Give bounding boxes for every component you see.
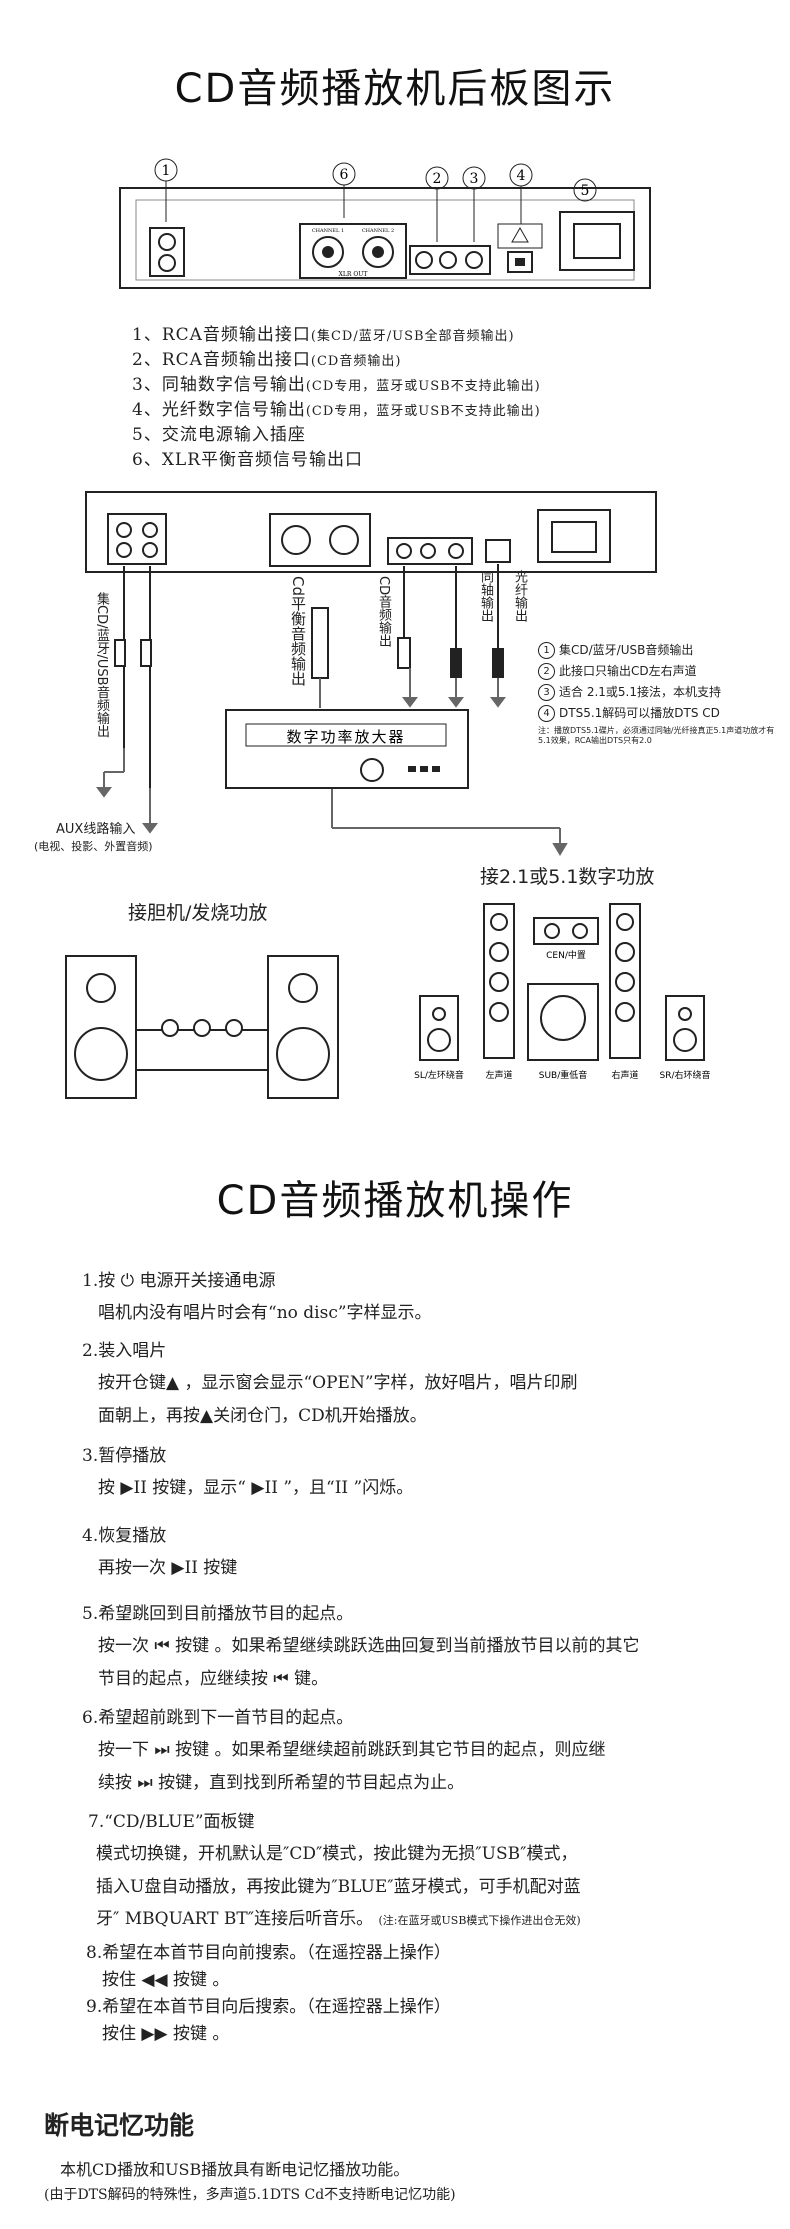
wiring-footnote: 注：播放DTS5.1碟片，必须通过同轴/光纤接真正5.1声道功放才有5.1效果，… (538, 726, 775, 746)
rear-panel-title: CD音频播放机后板图示 (174, 66, 616, 112)
op-2: 2.装入唱片 按开仓键▲ ，显示窗会显示“OPEN”字样，放好唱片，唱片印刷 面… (82, 1341, 578, 1426)
legend-item-1: 1、RCA音频输出接口(集CD/蓝牙/USB全部音频输出) (132, 325, 515, 345)
op-9: 9.希望在本首节目向后搜索。（在遥控器上操作） 按住 ▶▶ 按键 。 (86, 1997, 451, 2045)
callout-4: 4 (517, 168, 526, 184)
callout-3: 3 (470, 171, 479, 187)
rear-panel-diagram: 1 6 2 3 4 5 CHANNEL 1 CHANNEL 2 XLR OUT (119, 158, 651, 289)
memory-line-2: (由于DTS解码的特殊性，多声道5.1DTS Cd不支持断电记忆功能) (44, 2187, 456, 2203)
callout-2: 2 (433, 171, 442, 187)
aux-sub-label: (电视、投影、外置音频) (34, 840, 153, 853)
callout-5: 5 (581, 183, 590, 199)
speaker-left: 左声道 (485, 1069, 512, 1081)
label-coax: 同轴输出 (478, 570, 493, 622)
op-4: 4.恢复播放 再按一次 ▶II 按键 (82, 1526, 238, 1579)
xlr-out-label: XLR OUT (339, 271, 368, 278)
memory-title: 断电记忆功能 (44, 2111, 195, 2140)
tube-amp-label: 接胆机/发烧功放 (128, 902, 268, 924)
legend-item-3: 3、同轴数字信号输出(CD专用，蓝牙或USB不支持此输出) (132, 375, 541, 395)
svg-text:CHANNEL 1: CHANNEL 1 (312, 228, 344, 234)
operation-title: CD音频播放机操作 (216, 1178, 574, 1224)
callout-6: 6 (340, 167, 349, 183)
legend-item-4: 4、光纤数字信号输出(CD专用，蓝牙或USB不支持此输出) (132, 400, 541, 420)
op-5: 5.希望跳回到目前播放节目的起点。 按一次 ⏮ 按键 。如果希望继续跳跃选曲回复… (82, 1604, 640, 1689)
legend-item-2: 2、RCA音频输出接口(CD音频输出) (132, 350, 402, 370)
label-cd-out: CD音频输出 (376, 576, 391, 648)
speaker-sub: SUB/重低音 (539, 1069, 588, 1081)
digital-amp-box (225, 709, 469, 789)
op-1: 1.按 ⏻ 电源开关接通电源 唱机内没有唱片时会有“no disc”字样显示。 (82, 1271, 432, 1324)
op-6: 6.希望超前跳到下一首节目的起点。 按一下 ⏭ 按键 。如果希望继续超前跳跃到其… (82, 1708, 606, 1793)
op-8: 8.希望在本首节目向前搜索。（在遥控器上操作） 按住 ◀◀ 按键 。 (86, 1943, 451, 1991)
op-7: 7.“CD/BLUE”面板键 模式切换键，开机默认是″CD″模式，按此键为无损″… (88, 1812, 581, 1929)
legend-item-5: 5、交流电源输入插座 (132, 425, 306, 445)
callout-1: 1 (162, 163, 171, 179)
legend-item-6: 6、XLR平衡音频信号输出口 (132, 450, 364, 470)
digital-amp-label: 接2.1或5.1数字功放 (480, 866, 655, 888)
wiring-diagram: 数字功率放大器 SL/左环绕音 左声道 SUB/重低音 右声道 SR/右环绕音 … (65, 491, 711, 1099)
op-7-note: (注:在蓝牙或USB模式下操作进出仓无效) (378, 1913, 581, 1927)
speaker-sr: SR/右环绕音 (660, 1069, 711, 1081)
speaker-right: 右声道 (611, 1069, 638, 1081)
label-all-out: 集CD/蓝牙/USB音频输出 (94, 592, 109, 738)
label-optical: 光纤输出 (512, 570, 527, 622)
svg-text:CHANNEL 2: CHANNEL 2 (362, 228, 394, 234)
memory-line-1: 本机CD播放和USB播放具有断电记忆播放功能。 (60, 2160, 410, 2179)
amp-label: 数字功率放大器 (286, 728, 405, 746)
speaker-cen: CEN/中置 (546, 949, 586, 961)
op-3: 3.暂停播放 按 ▶II 按键，显示“ ▶II ”，且“II ”闪烁。 (82, 1446, 414, 1499)
speaker-sl: SL/左环绕音 (414, 1069, 464, 1081)
label-balanced: Cd平衡音频输出 (289, 576, 307, 686)
aux-label: AUX线路输入 (56, 822, 136, 837)
